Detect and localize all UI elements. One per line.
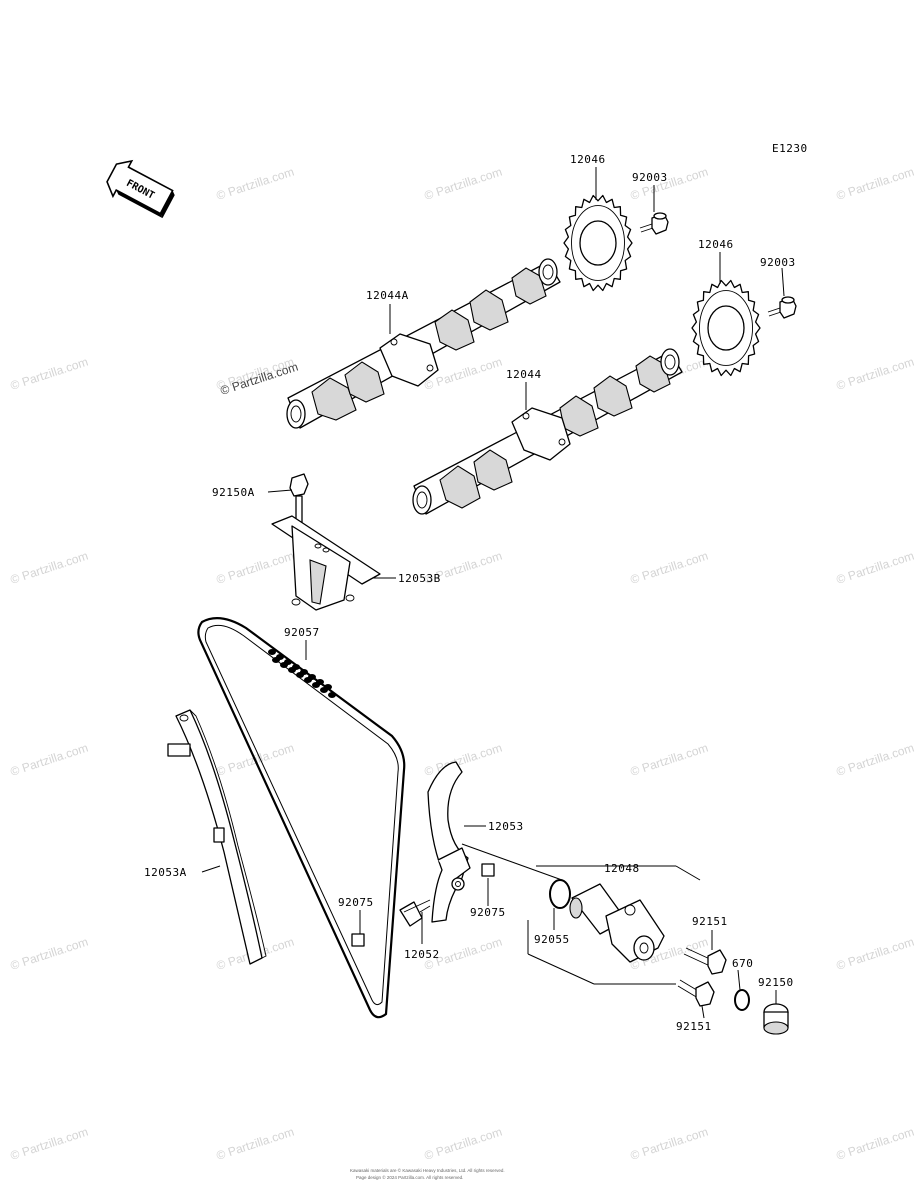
sprocket-right (691, 279, 761, 377)
watermark-text: © Partzilla.com (835, 741, 916, 779)
label-92075-left: 92075 (338, 896, 374, 909)
chain-guide-12053A (167, 709, 267, 965)
leader-lines (201, 167, 785, 1019)
chain-link (324, 684, 332, 690)
watermark-text: © Partzilla.com (423, 165, 504, 203)
label-12046-top: 12046 (570, 153, 606, 166)
watermark-text: © Partzilla.com (629, 741, 710, 779)
bolt-92151-bottom (677, 979, 715, 1007)
watermark-text: © Partzilla.com (9, 741, 90, 779)
bolt-92003-right (767, 296, 797, 319)
pivot-12052 (399, 899, 431, 927)
label-92150A: 92150A (212, 486, 255, 499)
rubber-damper-92075-left (351, 933, 365, 947)
label-12044A: 12044A (366, 289, 409, 302)
chain-tensioner-12048 (569, 883, 665, 963)
diagram-code: E1230 (772, 142, 808, 155)
chain-link (292, 664, 300, 670)
watermark-text: © Partzilla.com (629, 549, 710, 587)
watermark-text: © Partzilla.com (423, 1125, 504, 1163)
chain-guide-12053 (427, 761, 471, 923)
chain-link (308, 674, 316, 680)
watermark-text: © Partzilla.com (215, 1125, 296, 1163)
front-arrow-icon: FRONT (106, 159, 175, 219)
watermark-text: © Partzilla.com (629, 1125, 710, 1163)
label-12053A: 12053A (144, 866, 187, 879)
chain-link (276, 654, 284, 660)
watermark-text: © Partzilla.com (215, 549, 296, 587)
watermark-text: © Partzilla.com (835, 935, 916, 973)
watermark-text: © Partzilla.com (835, 165, 916, 203)
label-92151-bottom: 92151 (676, 1020, 712, 1033)
footer-line2: Page design © 2024 Partzilla.com. All ri… (356, 1174, 463, 1180)
label-12044: 12044 (506, 368, 542, 381)
cap-bolt-92150 (763, 1003, 789, 1035)
label-92057: 92057 (284, 626, 320, 639)
watermark-text: © Partzilla.com (835, 1125, 916, 1163)
watermark-text: © Partzilla.com (835, 549, 916, 587)
assembly-bracket (461, 843, 701, 985)
o-ring-92055 (549, 879, 571, 909)
chain-link (284, 659, 292, 665)
bolt-92003-top (639, 212, 669, 235)
label-12053: 12053 (488, 820, 524, 833)
label-12053B: 12053B (398, 572, 441, 585)
watermark-text: © Partzilla.com (423, 741, 504, 779)
label-92003-top: 92003 (632, 171, 668, 184)
label-92003-right: 92003 (760, 256, 796, 269)
footer-line1: Kawasaki materials are © Kawasaki Heavy … (350, 1167, 505, 1173)
bolt-92151-top (683, 947, 727, 975)
label-670: 670 (732, 957, 753, 970)
watermark-text: © Partzilla.com (215, 165, 296, 203)
chain-link (328, 692, 336, 698)
cam-chain-92057 (197, 617, 406, 1019)
watermark-text: © Partzilla.com (9, 355, 90, 393)
chain-link (268, 649, 276, 655)
camshaft-12044A (286, 258, 561, 429)
watermark-text: © Partzilla.com (835, 355, 916, 393)
chain-link (316, 679, 324, 685)
gasket-670 (734, 989, 750, 1011)
watermark-text: © Partzilla.com (9, 935, 90, 973)
label-12052: 12052 (404, 948, 440, 961)
bolt-92150A (289, 473, 309, 525)
watermark-text: © Partzilla.com (9, 549, 90, 587)
camshaft-12044 (412, 348, 683, 515)
sprocket-top (563, 194, 633, 292)
label-12048: 12048 (604, 862, 640, 875)
label-92055: 92055 (534, 933, 570, 946)
label-92151-top: 92151 (692, 915, 728, 928)
label-92150: 92150 (758, 976, 794, 989)
chain-link (300, 669, 308, 675)
label-92075-right: 92075 (470, 906, 506, 919)
label-12046-right: 12046 (698, 238, 734, 251)
chain-guide-12053B (271, 515, 381, 611)
watermark-text: © Partzilla.com (9, 1125, 90, 1163)
rubber-damper-92075-right (481, 863, 495, 877)
